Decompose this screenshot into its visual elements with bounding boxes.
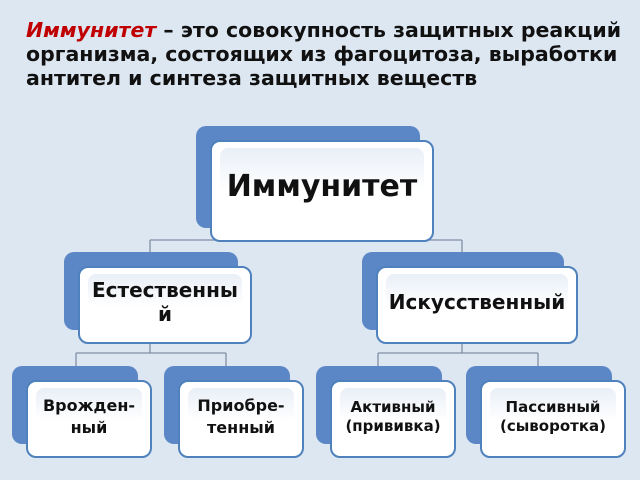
node-immunity-label: Иммунитет xyxy=(226,169,418,204)
node-innate-label: Врожден- ный xyxy=(42,396,136,437)
definition-text: Иммунитет – это совокупность защитных ре… xyxy=(26,18,626,90)
definition-body: – это совокупность защитных реакций орга… xyxy=(26,18,622,90)
node-innate: Врожден- ный xyxy=(12,366,152,458)
node-natural-label: Естественный xyxy=(91,278,239,326)
node-active: Активный (прививка) xyxy=(316,366,456,458)
node-passive-label: Пассивный (сыворотка) xyxy=(499,398,606,435)
node-passive: Пассивный (сыворотка) xyxy=(466,366,626,458)
node-artificial-label: Искусственный xyxy=(388,290,566,314)
definition-term: Иммунитет xyxy=(26,18,157,42)
node-acquired: Приобре- тенный xyxy=(164,366,304,458)
node-immunity: Иммунитет xyxy=(196,126,434,242)
node-acquired-label: Приобре- тенный xyxy=(197,396,285,437)
node-active-label: Активный (прививка) xyxy=(345,398,441,435)
node-natural: Естественный xyxy=(64,252,252,344)
node-artificial: Искусственный xyxy=(362,252,578,344)
